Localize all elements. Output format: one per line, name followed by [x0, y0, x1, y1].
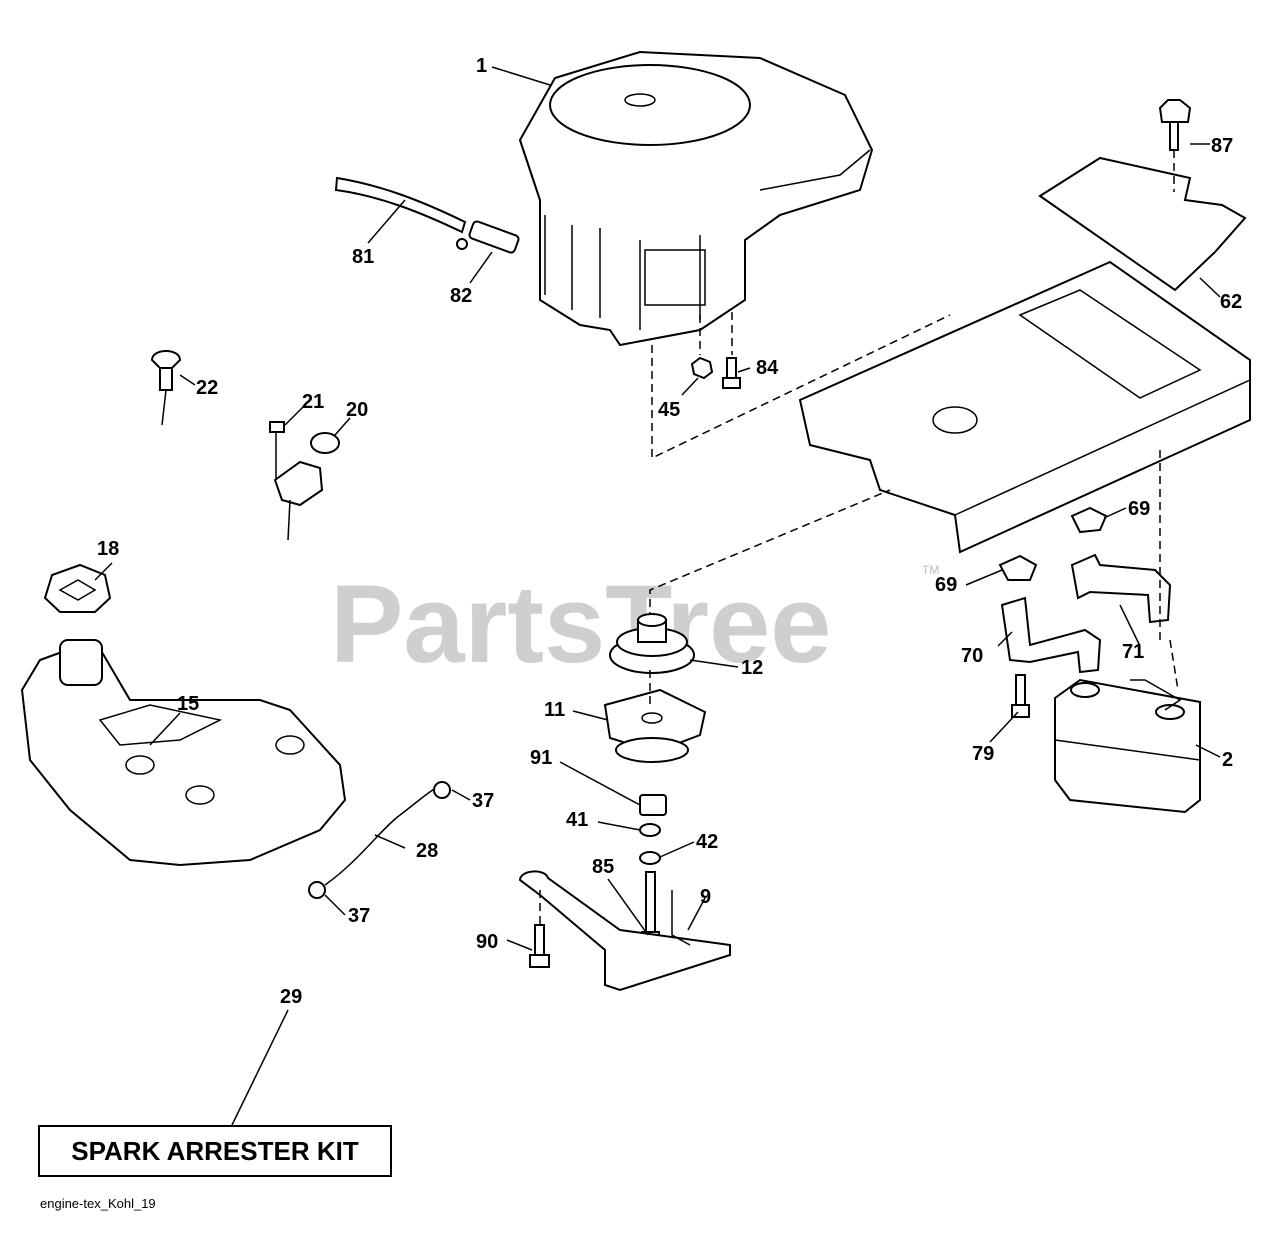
diagram-code: engine-tex_Kohl_19 [40, 1196, 156, 1211]
lockwasher-42-part[interactable] [639, 851, 661, 865]
chassis-frame-part[interactable] [798, 260, 1251, 554]
callout-1: 1 [476, 55, 487, 77]
callout-9: 9 [700, 886, 711, 908]
gasket-69-lower-part[interactable] [998, 554, 1038, 581]
fuel-tank-part[interactable] [20, 639, 347, 867]
engine-part[interactable] [518, 50, 874, 347]
callout-71: 71 [1122, 641, 1144, 663]
muffler-part[interactable] [1054, 678, 1201, 814]
throttle-control-part[interactable] [273, 430, 340, 541]
heat-shield-part[interactable] [1038, 156, 1247, 292]
dipstick-part[interactable] [150, 350, 182, 426]
callout-84: 84 [756, 357, 779, 379]
spacer-part[interactable] [639, 794, 667, 816]
bolt-79-part[interactable] [1011, 674, 1030, 718]
washer-41-part[interactable] [639, 823, 661, 837]
callout-85: 85 [592, 856, 614, 878]
callout-79: 79 [972, 743, 994, 765]
callout-37-upper: 37 [472, 790, 494, 812]
hose-clamp-lower-part[interactable] [308, 881, 326, 899]
callout-69-lower: 69 [935, 574, 957, 596]
callout-90: 90 [476, 931, 498, 953]
callout-81: 81 [352, 246, 374, 268]
callout-69-upper: 69 [1128, 498, 1150, 520]
hose-clamp-upper-part[interactable] [433, 781, 451, 799]
callout-41: 41 [566, 809, 588, 831]
callout-15: 15 [177, 693, 199, 715]
bolt-90-part[interactable] [529, 924, 550, 968]
callout-91: 91 [530, 747, 552, 769]
spark-arrester-kit-label: SPARK ARRESTER KIT [71, 1135, 359, 1166]
leader-lines [94, 66, 1221, 1126]
knob-87-part[interactable] [1158, 99, 1192, 151]
watermark-text: PartsTree [330, 563, 831, 686]
watermark-trademark: TM [922, 563, 939, 577]
exhaust-pipe-71-part[interactable] [1070, 553, 1172, 624]
gasket-69-upper-part[interactable] [1070, 506, 1108, 534]
callout-42: 42 [696, 831, 718, 853]
callout-45: 45 [658, 399, 680, 421]
callout-12: 12 [741, 657, 763, 679]
clutch-part[interactable] [603, 688, 707, 763]
bolt-21-part[interactable] [269, 421, 285, 433]
callout-62: 62 [1220, 291, 1242, 313]
pulley-part[interactable] [609, 613, 695, 674]
fuel-cap-part[interactable] [43, 563, 112, 613]
bracket-9-part[interactable] [518, 870, 731, 992]
callout-70: 70 [961, 645, 983, 667]
callout-11: 11 [544, 699, 565, 721]
callout-22: 22 [196, 377, 218, 399]
callout-18: 18 [97, 538, 119, 560]
callout-21: 21 [302, 391, 324, 413]
spark-arrester-kit-box[interactable]: SPARK ARRESTER KIT [38, 1125, 392, 1177]
callout-28: 28 [416, 840, 438, 862]
exhaust-pipe-70-part[interactable] [1000, 596, 1102, 674]
fuel-hose-part[interactable] [324, 784, 443, 886]
callout-87: 87 [1211, 135, 1233, 157]
callout-29: 29 [280, 986, 302, 1008]
callout-82: 82 [450, 285, 472, 307]
callout-20: 20 [346, 399, 368, 421]
callout-labels: 1 81 82 22 21 20 84 45 87 62 18 15 12 11… [97, 55, 1242, 1008]
nut-45-part[interactable] [690, 356, 714, 380]
callout-37-lower: 37 [348, 905, 370, 927]
callout-2: 2 [1222, 749, 1233, 771]
bolt-84-part[interactable] [722, 357, 741, 389]
fuel-filter-part[interactable] [456, 220, 520, 254]
